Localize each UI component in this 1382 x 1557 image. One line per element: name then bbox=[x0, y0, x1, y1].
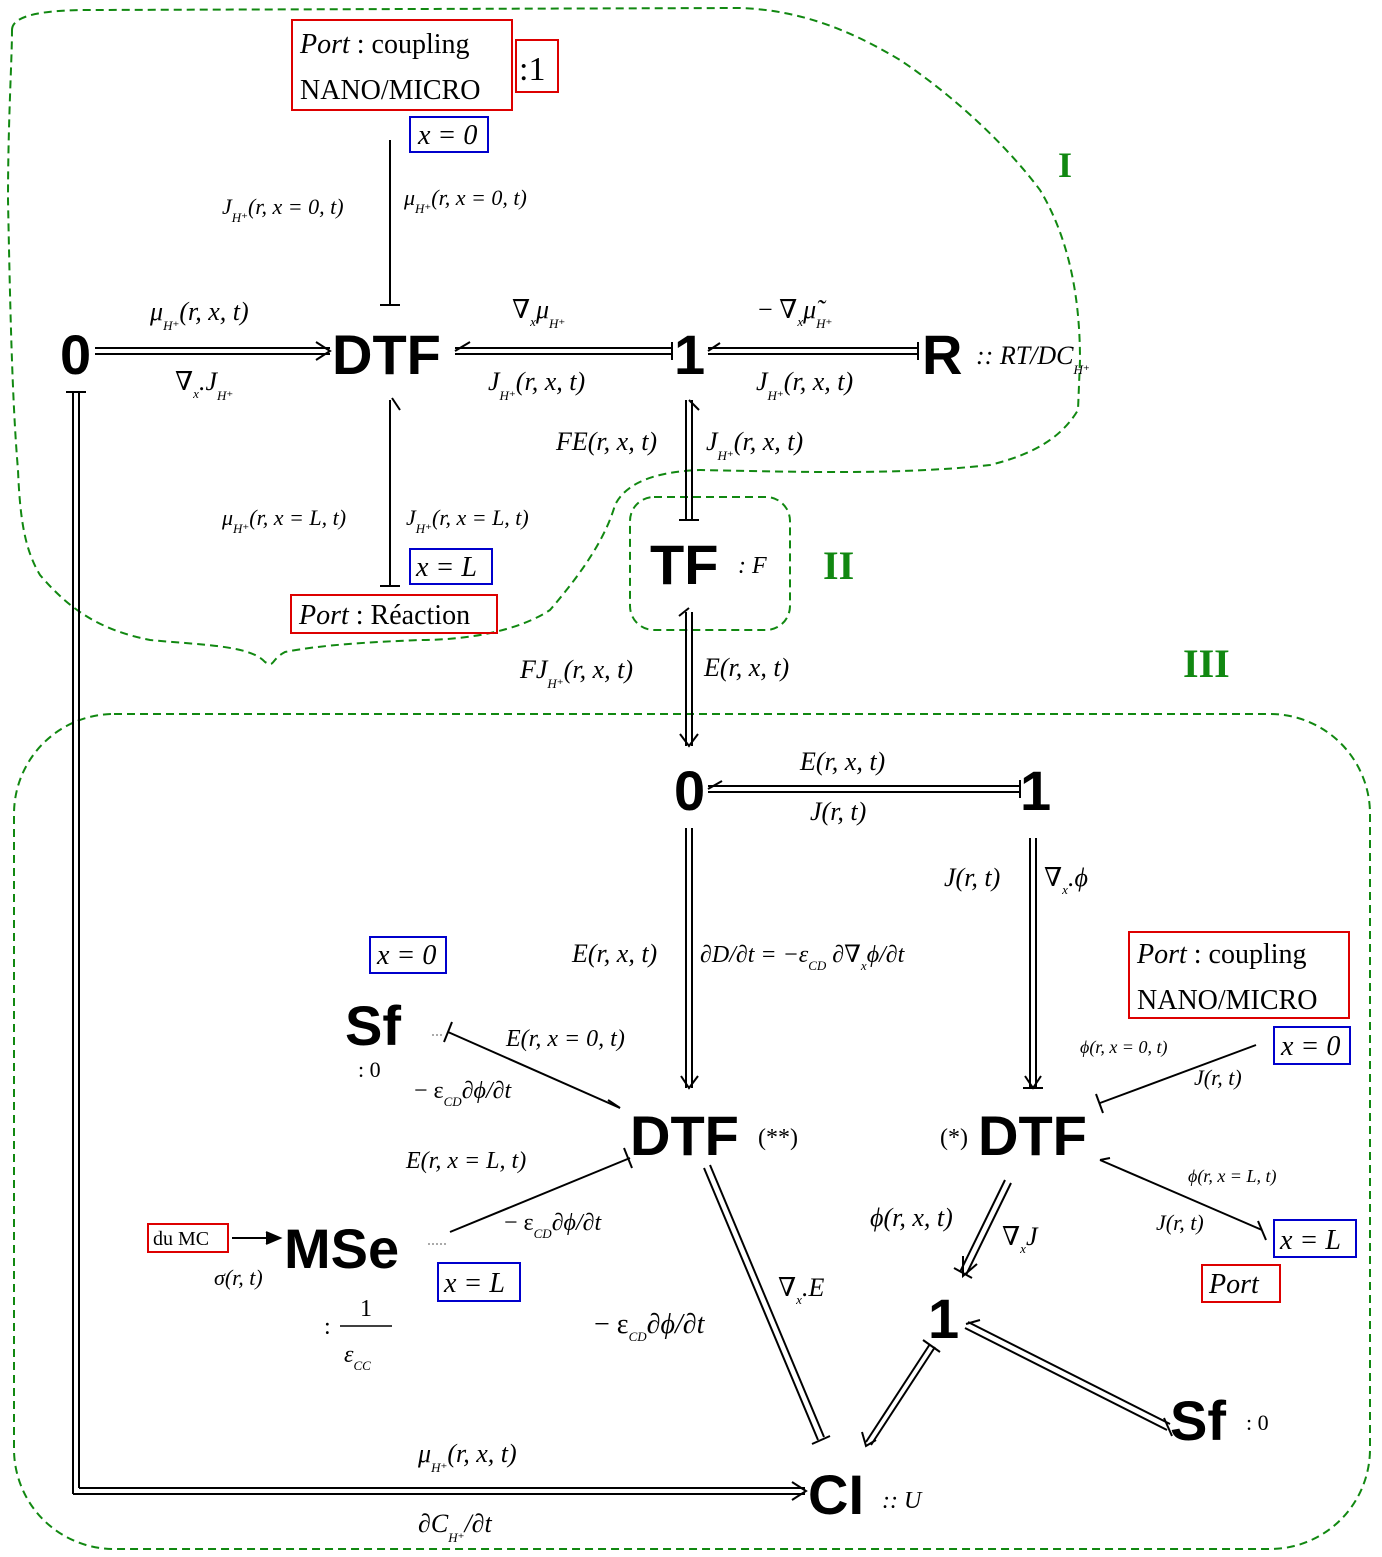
node-ci-param: :: U bbox=[882, 1488, 923, 1514]
label-neg-eps2: − εCD∂ϕ/∂t bbox=[504, 1210, 602, 1241]
label-j-xL: JH⁺(r, x = L, t) bbox=[406, 505, 529, 536]
port-right-low-label: Port bbox=[1208, 1269, 1260, 1300]
node-zero-mid: 0 bbox=[674, 759, 705, 822]
label-mse-frac-num: 1 bbox=[360, 1296, 372, 1322]
x0-right-label: x = 0 bbox=[1280, 1031, 1340, 1062]
label-e-rxt1: E(r, x, t) bbox=[703, 653, 789, 682]
node-ci: CI bbox=[808, 1463, 864, 1526]
label-e-xL: E(r, x = L, t) bbox=[405, 1148, 526, 1174]
label-phi-xL: ϕ(r, x = L, t) bbox=[1188, 1166, 1276, 1187]
label-j-rxt3: JH⁺(r, x, t) bbox=[706, 427, 803, 463]
xL-box-right bbox=[1273, 1219, 1357, 1258]
label-e-rxt3: E(r, x, t) bbox=[571, 939, 657, 968]
label-e-x0: E(r, x = 0, t) bbox=[505, 1026, 625, 1052]
label-grad-mu: ∇xμH⁺ bbox=[512, 295, 565, 331]
label-e-rxt2: E(r, x, t) bbox=[799, 747, 885, 776]
label-neg-eps3: − εCD∂ϕ/∂t bbox=[594, 1309, 706, 1344]
label-mu-bottom: μH⁺(r, x, t) bbox=[417, 1439, 517, 1475]
region-ii-outline bbox=[629, 496, 791, 631]
xL-top-label: x = L bbox=[415, 552, 477, 583]
port-top-line1: Port : coupling bbox=[299, 29, 470, 60]
region-i-label: I bbox=[1058, 145, 1072, 185]
label-phi-x0: ϕ(r, x = 0, t) bbox=[1080, 1037, 1167, 1058]
region-i-outline bbox=[6, 6, 1082, 666]
node-one-low: 1 bbox=[928, 1287, 959, 1350]
bonds bbox=[66, 140, 1267, 1501]
xL-right-label: x = L bbox=[1279, 1225, 1341, 1256]
xL-box-left bbox=[437, 1262, 521, 1302]
node-zero-top: 0 bbox=[60, 323, 91, 386]
label-mse-colon: : bbox=[324, 1314, 331, 1340]
label-j-rxt2: JH⁺(r, x, t) bbox=[756, 367, 853, 403]
label-j-x0: JH⁺(r, x = 0, t) bbox=[222, 194, 344, 225]
port-right-line2: NANO/MICRO bbox=[1137, 985, 1317, 1016]
edge-labels: JH⁺(r, x = 0, t) μH⁺(r, x = 0, t) μH⁺(r,… bbox=[149, 185, 1276, 1545]
label-div-e: ∇x.E bbox=[778, 1273, 824, 1307]
label-sigma: σ(r, t) bbox=[214, 1265, 263, 1290]
label-fj: FJH⁺(r, x, t) bbox=[519, 655, 633, 691]
node-dtf-right-tag: (*) bbox=[940, 1125, 968, 1151]
port-top-line2: NANO/MICRO bbox=[300, 75, 480, 106]
node-sf-right: Sf bbox=[1170, 1389, 1226, 1452]
du-mc-box bbox=[147, 1223, 229, 1253]
port-coupling-box-right bbox=[1128, 931, 1350, 1019]
node-r: R bbox=[922, 323, 962, 386]
node-dtf-left: DTF bbox=[630, 1104, 739, 1167]
node-dtf-right: DTF bbox=[978, 1104, 1087, 1167]
x0-box-right bbox=[1273, 1026, 1351, 1065]
ratio-top: :1 bbox=[519, 51, 545, 88]
label-fe: FE(r, x, t) bbox=[555, 427, 657, 456]
label-j-rt1: J(r, t) bbox=[810, 797, 866, 826]
node-one-top: 1 bbox=[674, 323, 705, 386]
xL-box-top bbox=[409, 548, 493, 585]
port-right-low-box bbox=[1201, 1264, 1281, 1303]
label-neg-grad-mutilde: − ∇xμ̃H⁺ bbox=[758, 295, 832, 331]
node-sf-left: Sf bbox=[345, 994, 401, 1057]
label-j-rt2: J(r, t) bbox=[944, 863, 1000, 892]
node-one-mid: 1 bbox=[1020, 759, 1051, 822]
node-tf-param: : F bbox=[738, 553, 767, 579]
label-divj: ∇x.JH⁺ bbox=[175, 367, 233, 403]
node-mse: MSe bbox=[284, 1217, 399, 1280]
ratio-box-top bbox=[515, 39, 559, 93]
x0-top-label: x = 0 bbox=[417, 120, 477, 151]
du-mc-label: du MC bbox=[153, 1228, 209, 1250]
port-reaction-box bbox=[290, 594, 498, 634]
region-iii-label: III bbox=[1183, 641, 1230, 686]
x0-left-label: x = 0 bbox=[376, 940, 436, 971]
region-ii-label: II bbox=[823, 543, 854, 588]
node-r-param: :: RT/DCH⁺ bbox=[976, 341, 1090, 377]
x0-box-left bbox=[369, 936, 447, 974]
label-dDdt: ∂D/∂t = −εCD ∂∇xϕ/∂t bbox=[700, 942, 906, 973]
node-sf-right-param: : 0 bbox=[1246, 1410, 1269, 1435]
label-mse-frac-den: εCC bbox=[344, 1342, 371, 1373]
x0-box-top bbox=[409, 116, 489, 153]
port-reaction-label: Port : Réaction bbox=[298, 600, 470, 631]
label-j-rt4: J(r, t) bbox=[1156, 1210, 1204, 1235]
label-phi-rxt: ϕ(r, x, t) bbox=[870, 1203, 953, 1232]
port-right-line1: Port : coupling bbox=[1136, 939, 1307, 970]
label-mu-x0: μH⁺(r, x = 0, t) bbox=[403, 185, 527, 216]
label-mu-rxt: μH⁺(r, x, t) bbox=[149, 297, 249, 333]
node-sf-left-param: : 0 bbox=[358, 1057, 381, 1082]
node-tf: TF bbox=[650, 533, 718, 596]
label-dCdt: ∂CH⁺/∂t bbox=[418, 1509, 493, 1545]
label-j-rxt1: JH⁺(r, x, t) bbox=[488, 367, 585, 403]
label-j-rt3: J(r, t) bbox=[1194, 1065, 1242, 1090]
label-div-j: ∇xJ bbox=[1002, 1222, 1039, 1256]
label-mu-xL: μH⁺(r, x = L, t) bbox=[221, 505, 346, 536]
label-grad-phi: ∇x.ϕ bbox=[1044, 863, 1088, 897]
label-neg-eps1: − εCD∂ϕ/∂t bbox=[414, 1078, 512, 1109]
node-dtf-left-tag: (**) bbox=[758, 1125, 798, 1151]
node-dtf-top: DTF bbox=[332, 323, 441, 386]
port-coupling-box-top bbox=[291, 19, 513, 111]
xL-left-label: x = L bbox=[443, 1268, 505, 1299]
